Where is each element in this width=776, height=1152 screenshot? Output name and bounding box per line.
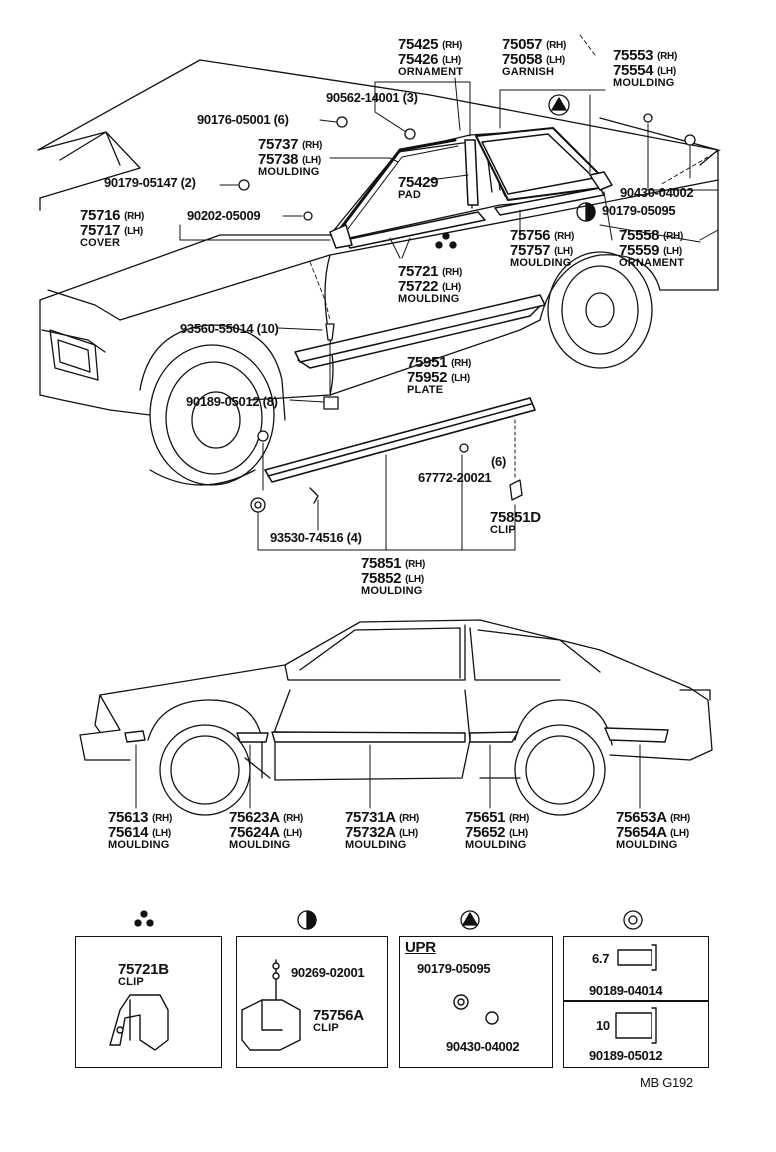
side-label-rear-quarter: 75651 (RH) 75652 (LH) MOULDING (465, 809, 529, 851)
label-75425: 75425 (RH) (398, 36, 462, 53)
label-75952: 75952 (LH) (407, 369, 470, 386)
label-moulding-tr: MOULDING (613, 77, 675, 89)
label-pad: PAD (398, 189, 422, 201)
inset-label-75756a: 75756A (313, 1007, 364, 1024)
inset-box-upr (399, 936, 553, 1068)
label-moulding-d: MOULDING (361, 585, 423, 597)
inset-label-clip2: CLIP (313, 1022, 339, 1034)
label-75554: 75554 (LH) (613, 62, 676, 79)
label-75756: 75756 (RH) (510, 227, 574, 244)
label-moulding-a: MOULDING (258, 166, 320, 178)
label-75851D: 75851D (490, 509, 541, 526)
label-75721: 75721 (RH) (398, 263, 462, 280)
label-93560: 93560-55014 (10) (180, 321, 279, 336)
label-cover: COVER (80, 237, 121, 249)
label-75426: 75426 (LH) (398, 51, 461, 68)
label-moulding-c: MOULDING (398, 293, 460, 305)
upper-car-body (37, 59, 719, 486)
fasteners (238, 113, 696, 513)
label-75717: 75717 (LH) (80, 222, 143, 239)
label-clip-d: CLIP (490, 524, 516, 536)
inset-box-clip-75756a (236, 936, 388, 1068)
side-label-door: 75731A (RH) 75732A (LH) MOULDING (345, 809, 419, 851)
label-90202: 90202-05009 (187, 208, 261, 223)
label-93530: 93530-74516 (4) (270, 530, 362, 545)
label-moulding-b: MOULDING (510, 257, 572, 269)
inset-label-dim-10: 10 (596, 1018, 610, 1033)
inset-label-clip1: CLIP (118, 976, 144, 988)
label-90430: 90430-04002 (620, 185, 694, 200)
side-label-front-fender: 75613 (RH) 75614 (LH) MOULDING (108, 809, 172, 851)
label-67772-qty: (6) (491, 454, 506, 469)
label-75559: 75559 (LH) (619, 242, 682, 259)
side-view-car (79, 619, 713, 816)
leader-lines (179, 77, 719, 551)
footer-code: MB G192 (640, 1075, 693, 1090)
label-75716: 75716 (RH) (80, 207, 144, 224)
label-ornament-top: ORNAMENT (398, 66, 464, 78)
label-75757: 75757 (LH) (510, 242, 573, 259)
label-75058: 75058 (LH) (502, 51, 565, 68)
label-90179a: 90179-05147 (2) (104, 175, 196, 190)
side-label-rear-fender: 75653A (RH) 75654A (LH) MOULDING (616, 809, 690, 851)
label-75057: 75057 (RH) (502, 36, 566, 53)
label-75951: 75951 (RH) (407, 354, 471, 371)
inset-label-90430: 90430-04002 (446, 1039, 520, 1054)
side-leader-lines (135, 744, 641, 809)
side-label-front-wheel: 75623A (RH) 75624A (LH) MOULDING (229, 809, 303, 851)
inset-label-75721b: 75721B (118, 961, 169, 978)
label-75429: 75429 (398, 174, 439, 191)
inset-label-upr: UPR (405, 939, 436, 956)
label-75738: 75738 (LH) (258, 151, 321, 168)
label-90176: 90176-05001 (6) (197, 112, 289, 127)
label-ornament-b: ORNAMENT (619, 257, 685, 269)
inset-box-grommet-b (563, 1000, 709, 1068)
label-90179b: 90179-05095 (602, 203, 676, 218)
inset-label-dim-67: 6.7 (592, 951, 610, 966)
inset-label-90179: 90179-05095 (417, 961, 491, 976)
inset-symbols (134, 910, 643, 930)
upper-part-shapes (264, 127, 613, 483)
label-75558: 75558 (RH) (619, 227, 683, 244)
side-mouldings (124, 727, 669, 743)
symbol-markers (435, 94, 596, 249)
label-75852: 75852 (LH) (361, 570, 424, 587)
inset-label-90189-05012: 90189-05012 (589, 1048, 663, 1063)
inset-box-clip-75721b (75, 936, 222, 1068)
label-plate: PLATE (407, 384, 444, 396)
inset-label-90189-04014: 90189-04014 (589, 983, 663, 998)
label-67772: 67772-20021 (418, 470, 492, 485)
label-garnish: GARNISH (502, 66, 555, 78)
label-75553: 75553 (RH) (613, 47, 677, 64)
label-75737: 75737 (RH) (258, 136, 322, 153)
inset-box-grommet-a (563, 936, 709, 1002)
label-90189: 90189-05012 (8) (186, 394, 278, 409)
inset-label-90269: 90269-02001 (291, 965, 365, 980)
label-75851: 75851 (RH) (361, 555, 425, 572)
inset-drawings (109, 944, 657, 1051)
label-75722: 75722 (LH) (398, 278, 461, 295)
label-90562: 90562-14001 (3) (326, 90, 418, 105)
dashed-lines (309, 34, 721, 321)
